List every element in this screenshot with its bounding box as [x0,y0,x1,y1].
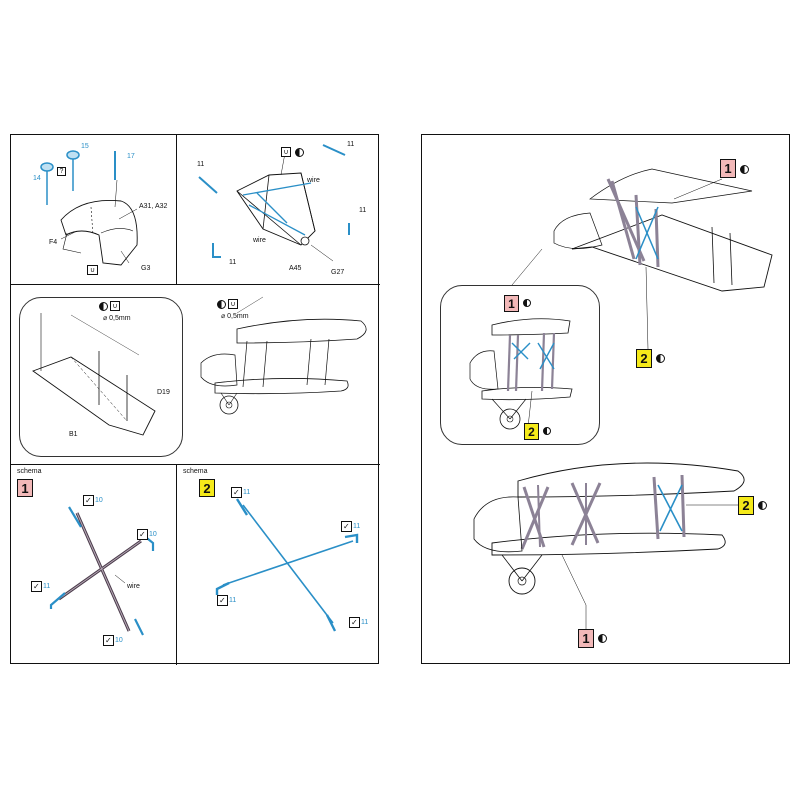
callout-2-bottom: 2 [738,496,754,515]
label-f4: F4 [49,239,58,246]
label-11-left: 11 [197,161,205,168]
label-17: 17 [127,153,135,160]
u-bend-icon: ∪ [110,301,120,311]
schema-1-label-wire: wire [127,583,140,590]
label-wire-bottom: wire [253,237,266,244]
cell-cowling: 14 15 17 A31, A32 F4 G3 ? ∪ [11,135,177,285]
detail-inset [440,285,600,445]
half-circle-icon [758,501,767,510]
half-circle-icon [656,354,665,363]
callout-1-top: 1 [720,159,736,178]
check-icon: ✓ [231,487,242,498]
half-circle-icon [598,634,607,643]
schema-1-label-10-top: 10 [95,497,103,504]
check-icon: ✓ [217,595,228,606]
half-circle-icon [99,302,108,311]
check-icon: ✓ [103,635,114,646]
schema-1-label-10-right: 10 [149,531,157,538]
assembly-drawing [469,168,773,629]
u-bend-icon: ∪ [281,147,291,157]
schema-1-badge: 1 [17,479,33,497]
u-bend-icon: ∪ [87,265,98,275]
schema-1-label-10-bottom: 10 [115,637,123,644]
check-icon: ✓ [349,617,360,628]
cell-schema-2: schema 2 ✓ 11 ✓ 11 ✓ 11 ✓ 11 [177,465,380,665]
label-b1: B1 [69,431,78,438]
label-11-right: 11 [359,207,367,214]
cell-interplane: ∪ ⌀ 0,5mm ∪ ⌀ 0,5mm D19 B1 [11,285,380,465]
schema-1-drawing [49,506,155,636]
schema-2-badge: 2 [199,479,215,497]
label-wire-top: wire [307,177,320,184]
interplane-inset [19,297,183,457]
schema-2-label-11-right: 11 [353,523,361,530]
schema-2-label-11-bottom: 11 [361,619,369,626]
u-bend-icon: ∪ [228,299,238,309]
label-15: 15 [81,143,89,150]
label-14: 14 [33,175,41,182]
right-panel: 1 2 1 2 2 1 [421,134,790,664]
schema-1-label-11: 11 [43,583,51,590]
label-a45: A45 [289,265,302,272]
cell-cabane: 11 11 11 wire wire A45 G27 11 ∪ [177,135,380,285]
question-icon: ? [57,167,66,176]
half-circle-icon [740,165,749,174]
label-11-bottom: 11 [229,259,237,266]
callout-2-inset: 2 [524,423,539,440]
schema-2-label-11-top: 11 [243,489,251,496]
label-11-top: 11 [347,141,355,148]
label-g3: G3 [141,265,151,272]
label-a31-a32: A31, A32 [139,203,168,210]
label-diameter-inset: ⌀ 0,5mm [103,315,131,322]
interplane-drawing [32,296,367,436]
half-circle-icon [217,300,226,309]
check-icon: ✓ [341,521,352,532]
check-icon: ✓ [83,495,94,506]
callout-1-bottom: 1 [578,629,594,648]
schema-2-label-11-left: 11 [229,597,237,604]
callout-1-inset: 1 [504,295,519,312]
check-icon: ✓ [31,581,42,592]
schema-2-title: schema [183,468,208,475]
label-g27: G27 [331,269,345,276]
half-circle-icon [295,148,304,157]
check-icon: ✓ [137,529,148,540]
cabane-drawing [198,144,350,262]
cell-schema-1: schema 1 ✓ 10 ✓ 10 ✓ 11 ✓ 10 wire [11,465,177,665]
schema-1-title: schema [17,468,42,475]
cowling-drawing [40,150,138,266]
callout-2-top: 2 [636,349,652,368]
label-diameter-main: ⌀ 0,5mm [221,313,249,320]
schema-2-drawing [215,498,359,632]
left-panel: 14 15 17 A31, A32 F4 G3 ? ∪ 1 [10,134,380,665]
half-circle-icon [523,299,531,307]
half-circle-icon [543,427,551,435]
label-d19: D19 [157,389,170,396]
